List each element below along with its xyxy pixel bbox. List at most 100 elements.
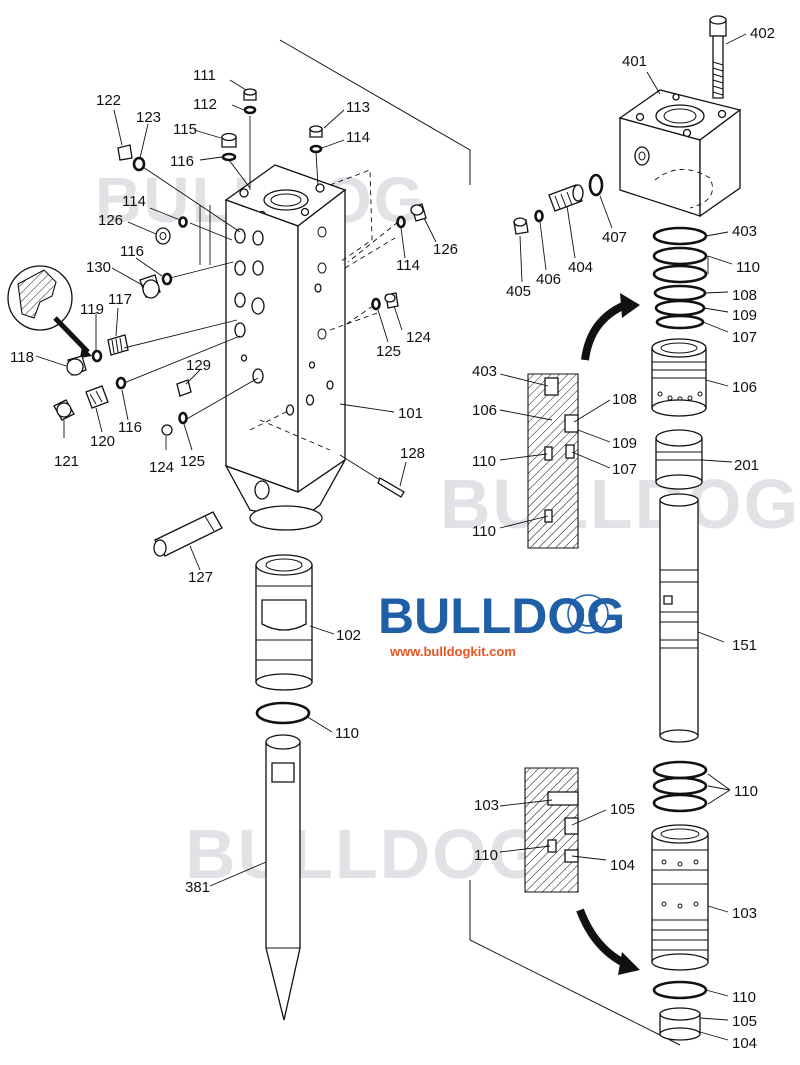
detail-inset-seal (7, 265, 92, 358)
label-109-top: 109 (732, 307, 757, 324)
label-125-left: 125 (180, 453, 205, 470)
pin-127 (153, 511, 223, 557)
cylinder-head-401 (618, 89, 742, 218)
label-108-section: 108 (612, 391, 637, 408)
label-106-section: 106 (472, 402, 497, 419)
oring-116-mid (161, 272, 173, 286)
oring-114-left (178, 216, 188, 228)
label-402: 402 (750, 25, 775, 42)
plug-113 (309, 125, 323, 138)
label-117: 117 (108, 291, 132, 308)
label-108-top: 108 (732, 287, 757, 304)
label-118: 118 (10, 349, 34, 366)
label-121: 121 (54, 453, 79, 470)
label-114-right: 114 (396, 257, 420, 274)
label-130: 130 (86, 259, 111, 276)
plug-115 (221, 132, 237, 148)
label-126-right: 126 (433, 241, 458, 258)
front-head-102 (255, 554, 313, 691)
plug-118 (66, 355, 87, 376)
oring-123 (132, 156, 146, 172)
label-405: 405 (506, 283, 531, 300)
label-112: 112 (193, 96, 217, 113)
piston-151 (659, 493, 699, 743)
frame-lines-right (469, 880, 681, 1046)
brand-url: www.bulldogkit.com (389, 644, 516, 659)
plug-130 (139, 274, 161, 299)
plug-126-left (155, 227, 171, 245)
arrow-down-icon (576, 908, 640, 975)
plug-122 (117, 144, 133, 161)
fitting-121 (53, 399, 75, 421)
label-107-top: 107 (732, 329, 757, 346)
oring-407 (588, 173, 604, 197)
plug-126-right (410, 203, 427, 222)
label-105-bottom: 105 (732, 1013, 757, 1030)
label-201: 201 (734, 457, 759, 474)
label-110-left: 110 (335, 725, 359, 742)
label-113: 113 (346, 99, 370, 116)
label-116-bottom: 116 (118, 419, 142, 436)
label-103-section: 103 (474, 797, 499, 814)
leader-lines (35, 33, 747, 1041)
label-120: 120 (90, 433, 115, 450)
label-129: 129 (186, 357, 211, 374)
label-122: 122 (96, 92, 121, 109)
seal-105-104-bottom (659, 1007, 701, 1041)
label-116-mid: 116 (120, 243, 144, 260)
label-124-left: 124 (149, 459, 174, 476)
svg-text:BULLDOG: BULLDOG (440, 465, 800, 543)
plug-404 (548, 184, 584, 212)
plug-111 (243, 88, 257, 101)
svg-text:BULLDOG: BULLDOG (185, 815, 545, 893)
label-114-left: 114 (122, 193, 146, 210)
label-151: 151 (732, 637, 757, 654)
label-101: 101 (398, 405, 423, 422)
label-114-top: 114 (346, 129, 370, 146)
section-detail-upper (527, 373, 579, 549)
plug-124-left (161, 424, 173, 436)
part-labels: 111 112 113 114 115 116 122 123 114 126 … (10, 25, 775, 1052)
arrow-up-icon (581, 293, 640, 361)
oring-116-top (221, 152, 237, 162)
brand-logo: BULLDOG www.bulldogkit.com (378, 588, 625, 659)
label-406: 406 (536, 271, 561, 288)
oring-110-lower-right (652, 760, 708, 813)
label-128: 128 (400, 445, 425, 462)
chisel-381 (265, 734, 301, 1021)
label-111: 111 (193, 67, 216, 84)
seal-retainer-103 (651, 824, 709, 971)
label-107-section: 107 (612, 461, 637, 478)
label-104-bottom: 104 (732, 1035, 757, 1052)
label-403-top: 403 (732, 223, 757, 240)
watermark-bottom: BULLDOG (185, 815, 545, 893)
label-110-top: 110 (736, 259, 760, 276)
label-407: 407 (602, 229, 627, 246)
label-105-section: 105 (610, 801, 635, 818)
label-109-section: 109 (612, 435, 637, 452)
label-106-right: 106 (732, 379, 757, 396)
label-103-right: 103 (732, 905, 757, 922)
label-115: 115 (173, 121, 197, 138)
label-403-section: 403 (472, 363, 497, 380)
label-127: 127 (188, 569, 213, 586)
watermark-middle: BULLDOG (440, 465, 800, 543)
label-104-section: 104 (610, 857, 635, 874)
label-110-section-b: 110 (472, 523, 496, 540)
label-124-right: 124 (406, 329, 431, 346)
oring-125-left (178, 411, 188, 425)
label-126-left: 126 (98, 212, 123, 229)
section-detail-lower (524, 767, 579, 893)
label-110-section-c: 110 (474, 847, 498, 864)
cylinder-body-101 (224, 39, 471, 531)
spring-pin-117 (107, 334, 129, 356)
oring-406 (534, 209, 544, 223)
plug-405 (513, 217, 529, 235)
oring-112 (243, 105, 257, 115)
pin-128 (377, 477, 405, 498)
seal-retainer-106 (651, 338, 707, 417)
label-381: 381 (185, 879, 210, 896)
oring-110-lower-left (255, 701, 311, 725)
